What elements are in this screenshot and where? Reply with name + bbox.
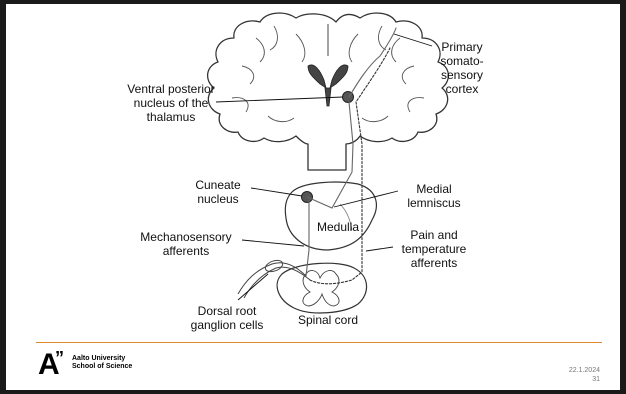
university-name: Aalto University (72, 355, 132, 363)
label-line: cortex (426, 82, 498, 96)
label-line: nucleus of the (116, 96, 226, 110)
leader-pain (366, 247, 393, 251)
slide-number: 31 (569, 375, 600, 384)
label-line: Dorsal root (182, 304, 272, 318)
label-line: Pain and (390, 228, 478, 242)
label-vpn: Ventral posterior nucleus of the thalamu… (116, 82, 226, 124)
label-line: Mechanosensory (130, 230, 242, 244)
label-medulla: Medulla (312, 220, 364, 234)
label-primary-cortex: Primary somato- sensory cortex (426, 40, 498, 96)
label-line: nucleus (186, 192, 250, 206)
logo-quote-mark: ” (55, 348, 64, 369)
leader-mechano (242, 240, 304, 246)
label-pain: Pain and temperature afferents (390, 228, 478, 270)
label-medial: Medial lemniscus (399, 182, 469, 210)
label-line: somato- (426, 54, 498, 68)
pathway-diagram (6, 4, 620, 390)
label-line: temperature (390, 242, 478, 256)
label-line: Cuneate (186, 178, 250, 192)
label-dorsal: Dorsal root ganglion cells (182, 304, 272, 332)
slide-meta: 22.1.2024 31 (569, 366, 600, 384)
label-line: sensory (426, 68, 498, 82)
label-line: afferents (390, 256, 478, 270)
label-mechano: Mechanosensory afferents (130, 230, 242, 258)
label-line: lemniscus (399, 196, 469, 210)
label-cuneate: Cuneate nucleus (186, 178, 250, 206)
label-line: Primary (426, 40, 498, 54)
label-line: Medial (399, 182, 469, 196)
logo-text: Aalto University School of Science (72, 355, 132, 371)
label-line: thalamus (116, 110, 226, 124)
label-line: afferents (130, 244, 242, 258)
label-line: ganglion cells (182, 318, 272, 332)
slide-date: 22.1.2024 (569, 366, 600, 375)
label-spinal: Spinal cord (290, 313, 366, 327)
footer-divider (36, 342, 602, 343)
school-name: School of Science (72, 363, 132, 371)
slide: Primary somato- sensory cortex Ventral p… (6, 4, 620, 390)
aalto-logo: A ” Aalto University School of Science (38, 354, 158, 380)
medulla-outline (285, 182, 376, 250)
label-line: Ventral posterior (116, 82, 226, 96)
